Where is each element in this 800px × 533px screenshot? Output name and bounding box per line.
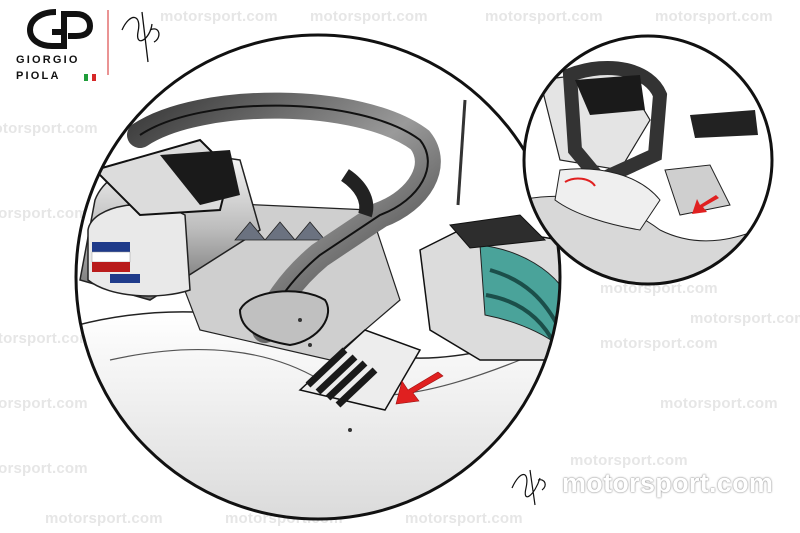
- logo-gp-icon: [26, 9, 94, 49]
- arrow-pointer-icon: [395, 371, 444, 405]
- signature-icon: [511, 469, 546, 506]
- watermark-text: motorsport.com: [0, 205, 88, 222]
- watermark-text: motorsport.com: [690, 310, 800, 327]
- watermark-text: motorsport.com: [310, 8, 428, 25]
- brand-watermark: motorsport.com: [562, 468, 774, 498]
- watermark-text: motorsport.com: [160, 8, 278, 25]
- watermark-text: motorsport.com: [570, 452, 688, 469]
- giorgio-piola-logo: GIORGIO PIOLA: [10, 8, 160, 88]
- watermark-text: motorsport.com: [405, 510, 523, 527]
- arrow-pointer-icon: [692, 195, 719, 214]
- watermark-text: motorsport.com: [655, 8, 773, 25]
- louvre-vents: [298, 329, 422, 411]
- logo-name-line1: GIORGIO: [16, 54, 80, 66]
- watermark-text: motorsport.com: [0, 395, 88, 412]
- watermark-text: motorsport.com: [600, 280, 718, 297]
- main-detail-view: [74, 33, 562, 521]
- signature-icon: [107, 10, 160, 75]
- watermark-text: motorsport.com: [0, 120, 98, 137]
- inset-detail-view: [522, 34, 774, 286]
- watermark-text: motorsport.com: [0, 330, 93, 347]
- logo-name-line2: PIOLA: [16, 70, 61, 82]
- watermark-text: motorsport.com: [660, 395, 778, 412]
- watermark-text: motorsport.com: [600, 335, 718, 352]
- watermark-text: motorsport.com: [0, 460, 88, 477]
- italy-flag-icon: [84, 74, 96, 81]
- flag-badge: [91, 242, 140, 283]
- watermark-text: motorsport.com: [485, 8, 603, 25]
- watermark-text: motorsport.com: [45, 510, 163, 527]
